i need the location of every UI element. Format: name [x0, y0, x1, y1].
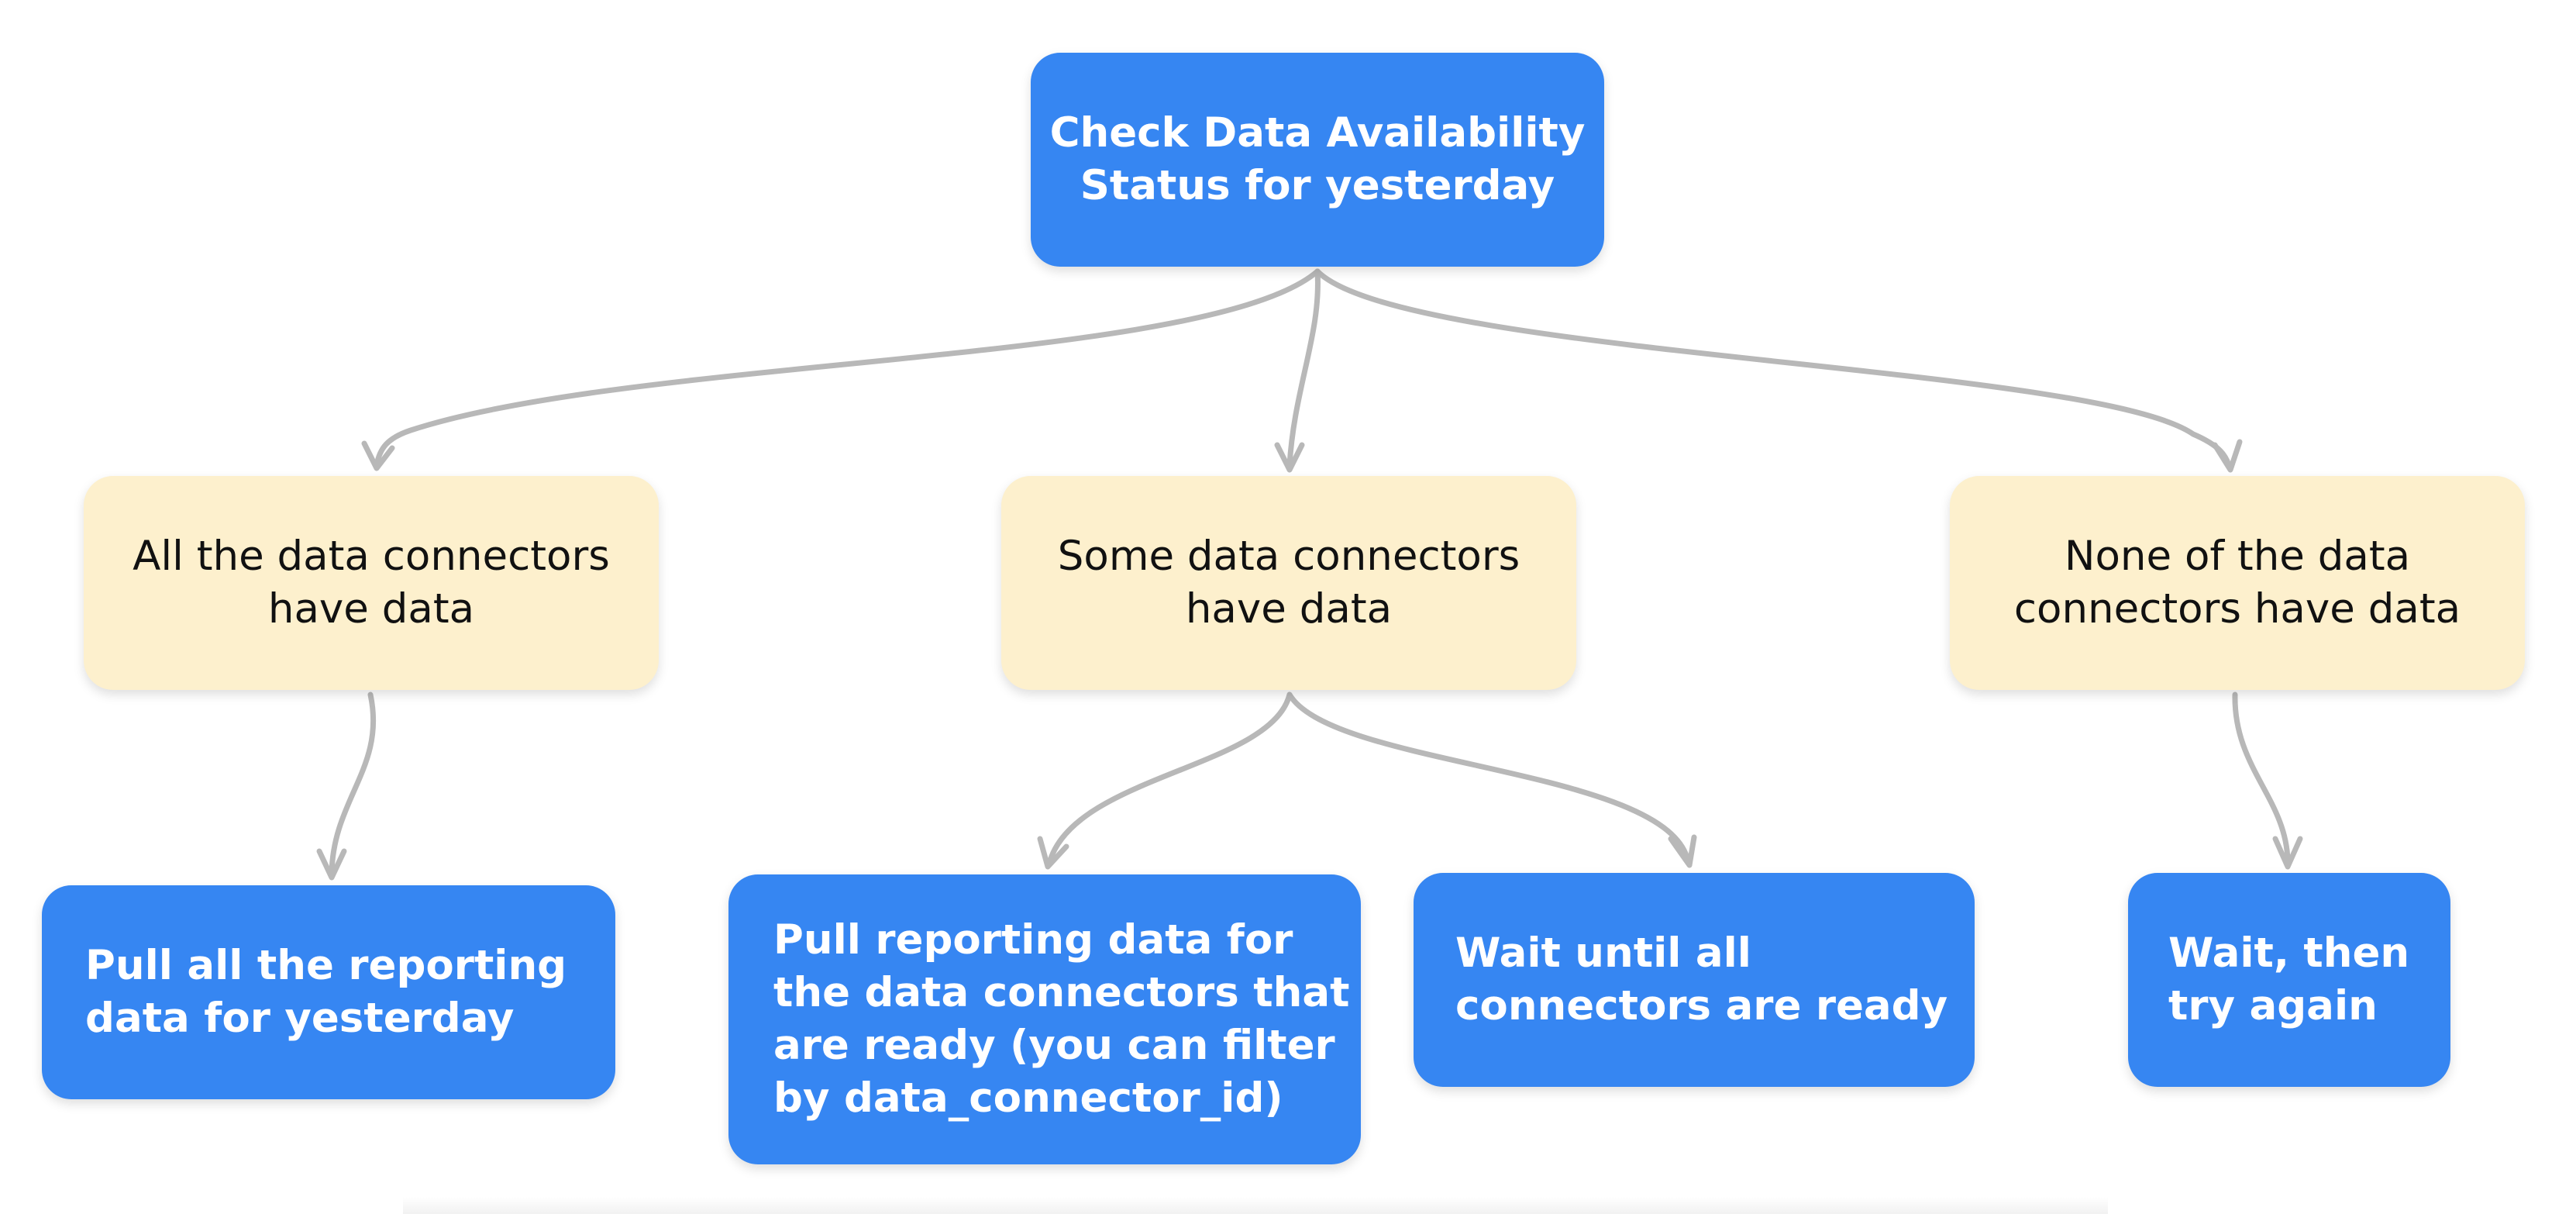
node-label: Wait until all connectors are ready [1455, 929, 1948, 1029]
connector-some-to-pull-ready [1047, 691, 1293, 864]
node-check-data-availability: Check Data Availability Status for yeste… [1031, 53, 1604, 267]
arrowhead-root-to-some [1274, 442, 1305, 473]
node-pull-ready-connectors-data: Pull reporting data for the data connect… [728, 874, 1361, 1164]
node-label: Pull reporting data for the data connect… [773, 916, 1350, 1122]
node-pull-all-reporting-data: Pull all the reporting data for yesterda… [42, 885, 615, 1099]
arrowhead-none-to-wait [2272, 836, 2303, 870]
arrowhead-all-to-pull [316, 848, 347, 881]
node-label: Wait, then try again [2168, 929, 2410, 1029]
node-all-connectors-have-data: All the data connectors have data [84, 476, 659, 690]
node-label: All the data connectors have data [133, 533, 610, 633]
node-wait-until-ready: Wait until all connectors are ready [1414, 873, 1975, 1087]
node-wait-then-try-again: Wait, then try again [2128, 873, 2450, 1087]
connector-root-to-none [1314, 268, 2232, 468]
node-some-connectors-have-data: Some data connectors have data [1001, 476, 1576, 690]
node-none-connectors-have-data: None of the data connectors have data [1950, 476, 2525, 690]
connector-some-to-wait-all [1286, 691, 1691, 864]
connector-none-to-wait [2232, 691, 2291, 864]
arrowhead-root-to-all [361, 440, 395, 471]
node-label: None of the data connectors have data [2013, 533, 2461, 633]
node-label: Pull all the reporting data for yesterda… [85, 942, 567, 1042]
arrowhead-some-to-pull-ready [1037, 836, 1069, 870]
canvas-bottom-shadow [403, 1197, 2108, 1214]
connector-root-to-some [1286, 268, 1321, 468]
connector-root-to-all [374, 268, 1321, 468]
arrowhead-some-to-wait-all [1668, 834, 1697, 868]
node-label: Some data connectors have data [1057, 533, 1520, 633]
node-label: Check Data Availability Status for yeste… [1049, 109, 1586, 209]
arrowhead-root-to-none [2212, 439, 2243, 473]
connector-all-to-pull [329, 691, 377, 876]
